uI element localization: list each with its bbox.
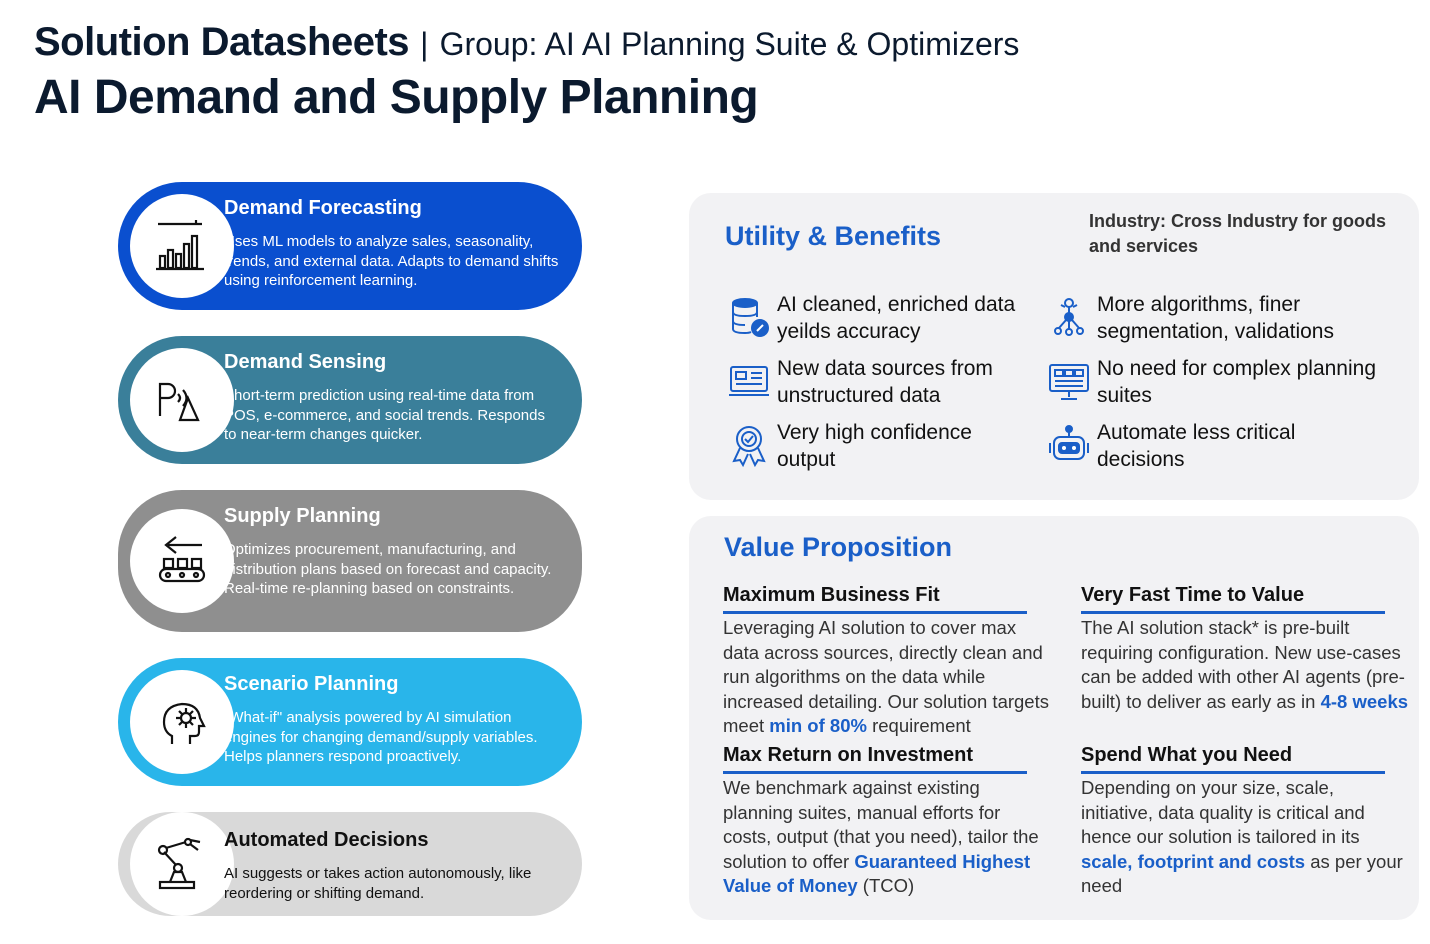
capability-description: "What-if" analysis powered by AI simulat… bbox=[224, 709, 538, 765]
value-block-spend: Spend What you Need Depending on your si… bbox=[1081, 742, 1411, 899]
capability-title: Scenario Planning bbox=[224, 673, 399, 695]
industry-label: Industry: Cross Industry for goods and s… bbox=[1089, 211, 1387, 256]
database-icon bbox=[732, 298, 769, 337]
capability-scenario-planning: Scenario Planning "What-if" analysis pow… bbox=[118, 658, 582, 786]
value-highlight: Guaranteed Highest Value of Money bbox=[723, 850, 1031, 897]
benefit-text: Very high confidence output bbox=[777, 421, 972, 471]
benefit-text: New data sources from unstructured data bbox=[777, 357, 993, 407]
award-icon bbox=[732, 426, 766, 467]
utility-title: Utility & Benefits bbox=[725, 221, 942, 251]
value-heading: Very Fast Time to Value bbox=[1081, 582, 1385, 614]
value-body: Leveraging AI solution to cover max data… bbox=[723, 616, 1053, 739]
bar-chart-icon bbox=[156, 220, 204, 271]
benefit-text: AI cleaned, enriched data yeilds accurac… bbox=[777, 293, 1016, 343]
page-title: Solution Datasheets bbox=[34, 20, 410, 64]
capability-description: Optimizes procurement, manufacturing, an… bbox=[224, 541, 552, 597]
capability-icon-circle bbox=[130, 812, 234, 916]
value-body-text: The AI solution stack* is pre-built requ… bbox=[1081, 617, 1405, 712]
benefit-item: AI cleaned, enriched data yeilds accurac… bbox=[725, 291, 1025, 345]
capability-demand-forecasting: Demand Forecasting Uses ML models to ana… bbox=[118, 182, 582, 310]
value-body-text: (TCO) bbox=[857, 875, 915, 896]
value-heading: Maximum Business Fit bbox=[723, 582, 1027, 614]
value-body-text: We benchmark against existing planning s… bbox=[723, 777, 1039, 872]
conveyor-icon bbox=[158, 536, 206, 583]
dashboard-monitor-icon bbox=[1049, 364, 1089, 400]
capability-icon-circle bbox=[130, 348, 234, 452]
value-body-text: requirement bbox=[866, 715, 971, 736]
benefit-text: Automate less critical decisions bbox=[1097, 421, 1296, 471]
capability-icon-circle bbox=[130, 194, 234, 298]
value-highlight: scale, footprint and costs bbox=[1081, 850, 1306, 872]
benefit-item: No need for complex planning suites bbox=[1045, 355, 1385, 409]
value-body: We benchmark against existing planning s… bbox=[723, 776, 1053, 899]
header: Solution Datasheets | Group: AI AI Plann… bbox=[34, 18, 1019, 126]
benefit-text: More algorithms, finer segmentation, val… bbox=[1097, 293, 1334, 343]
value-block-time-to-value: Very Fast Time to Value The AI solution … bbox=[1081, 582, 1411, 714]
benefit-item: New data sources from unstructured data bbox=[725, 355, 1025, 409]
capability-description: Uses ML models to analyze sales, seasona… bbox=[224, 233, 559, 289]
value-heading: Max Return on Investment bbox=[723, 742, 1027, 774]
value-block-business-fit: Maximum Business Fit Leveraging AI solut… bbox=[723, 582, 1053, 739]
value-title: Value Proposition bbox=[724, 532, 953, 562]
value-heading: Spend What you Need bbox=[1081, 742, 1385, 774]
capability-title: Automated Decisions bbox=[224, 829, 429, 851]
robot-icon bbox=[1049, 425, 1089, 460]
title-line: Solution Datasheets | Group: AI AI Plann… bbox=[34, 18, 1019, 68]
capability-title: Supply Planning bbox=[224, 505, 381, 527]
sensor-icon bbox=[158, 382, 200, 422]
media-screen-icon bbox=[729, 366, 769, 396]
value-body-text: Leveraging AI solution to cover max data… bbox=[723, 617, 1049, 736]
capability-icon-circle bbox=[130, 670, 234, 774]
capability-icon-circle bbox=[130, 509, 234, 613]
value-body-text: as per your need bbox=[1081, 850, 1403, 897]
capability-title: Demand Sensing bbox=[224, 351, 387, 373]
capability-automated-decisions: Automated Decisions AI suggests or takes… bbox=[118, 812, 582, 916]
utility-benefits-panel: Utility & Benefits Industry: Cross Indus… bbox=[689, 193, 1419, 500]
capability-description: Short-term prediction using real-time da… bbox=[224, 387, 545, 443]
benefit-item: More algorithms, finer segmentation, val… bbox=[1045, 291, 1385, 345]
benefit-item: Automate less critical decisions bbox=[1045, 419, 1385, 473]
capability-demand-sensing: Demand Sensing Short-term prediction usi… bbox=[118, 336, 582, 464]
capability-description: AI suggests or takes action autonomously… bbox=[224, 865, 532, 902]
value-highlight: min of 80% bbox=[769, 715, 867, 736]
value-body: Depending on your size, scale, initiativ… bbox=[1081, 776, 1411, 899]
value-body: The AI solution stack* is pre-built requ… bbox=[1081, 616, 1411, 714]
head-gear-icon bbox=[162, 702, 206, 744]
value-block-roi: Max Return on Investment We benchmark ag… bbox=[723, 742, 1053, 899]
robot-arm-icon bbox=[157, 837, 201, 890]
title-separator: | bbox=[420, 26, 429, 62]
capability-title: Demand Forecasting bbox=[224, 197, 422, 219]
benefit-text: No need for complex planning suites bbox=[1097, 357, 1377, 407]
value-proposition-panel: Value Proposition Maximum Business Fit L… bbox=[689, 516, 1419, 920]
value-highlight: 4-8 weeks bbox=[1320, 690, 1409, 712]
benefit-item: Very high confidence output bbox=[725, 419, 1025, 473]
algorithm-icon bbox=[1054, 298, 1084, 336]
value-body-text: Depending on your size, scale, initiativ… bbox=[1081, 777, 1365, 847]
page-subtitle: AI Demand and Supply Planning bbox=[34, 71, 759, 124]
group-label: Group: AI AI Planning Suite & Optimizers bbox=[439, 26, 1020, 62]
capability-supply-planning: Supply Planning Optimizes procurement, m… bbox=[118, 490, 582, 632]
